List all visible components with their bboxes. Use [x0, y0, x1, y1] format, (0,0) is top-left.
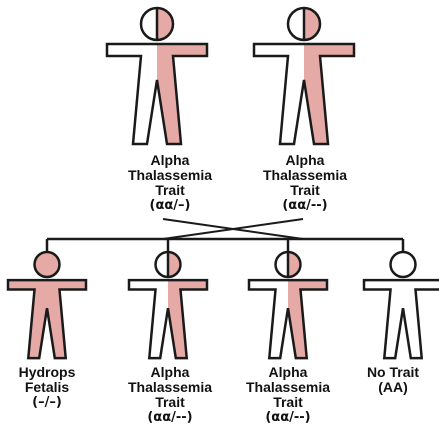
child-4-label: No Trait (AA): [350, 365, 436, 395]
child-1-figure: [8, 252, 86, 358]
parent-1-label: Alpha Thalassemia Trait (αα/–): [95, 153, 245, 213]
child-2-label: Alpha Thalassemia Trait (αα/--): [108, 365, 232, 425]
child-3-label: Alpha Thalassemia Trait (αα/--): [226, 365, 350, 425]
child-3-figure: [249, 252, 327, 358]
child-2-figure: [129, 252, 207, 358]
child-4-figure: [364, 252, 439, 358]
parent-1-figure: [107, 8, 207, 144]
child-1-label: Hydrops Fetalis (–/–): [0, 365, 94, 410]
parent-2-figure: [254, 8, 354, 144]
parent-2-label: Alpha Thalassemia Trait (αα/--): [230, 153, 380, 213]
